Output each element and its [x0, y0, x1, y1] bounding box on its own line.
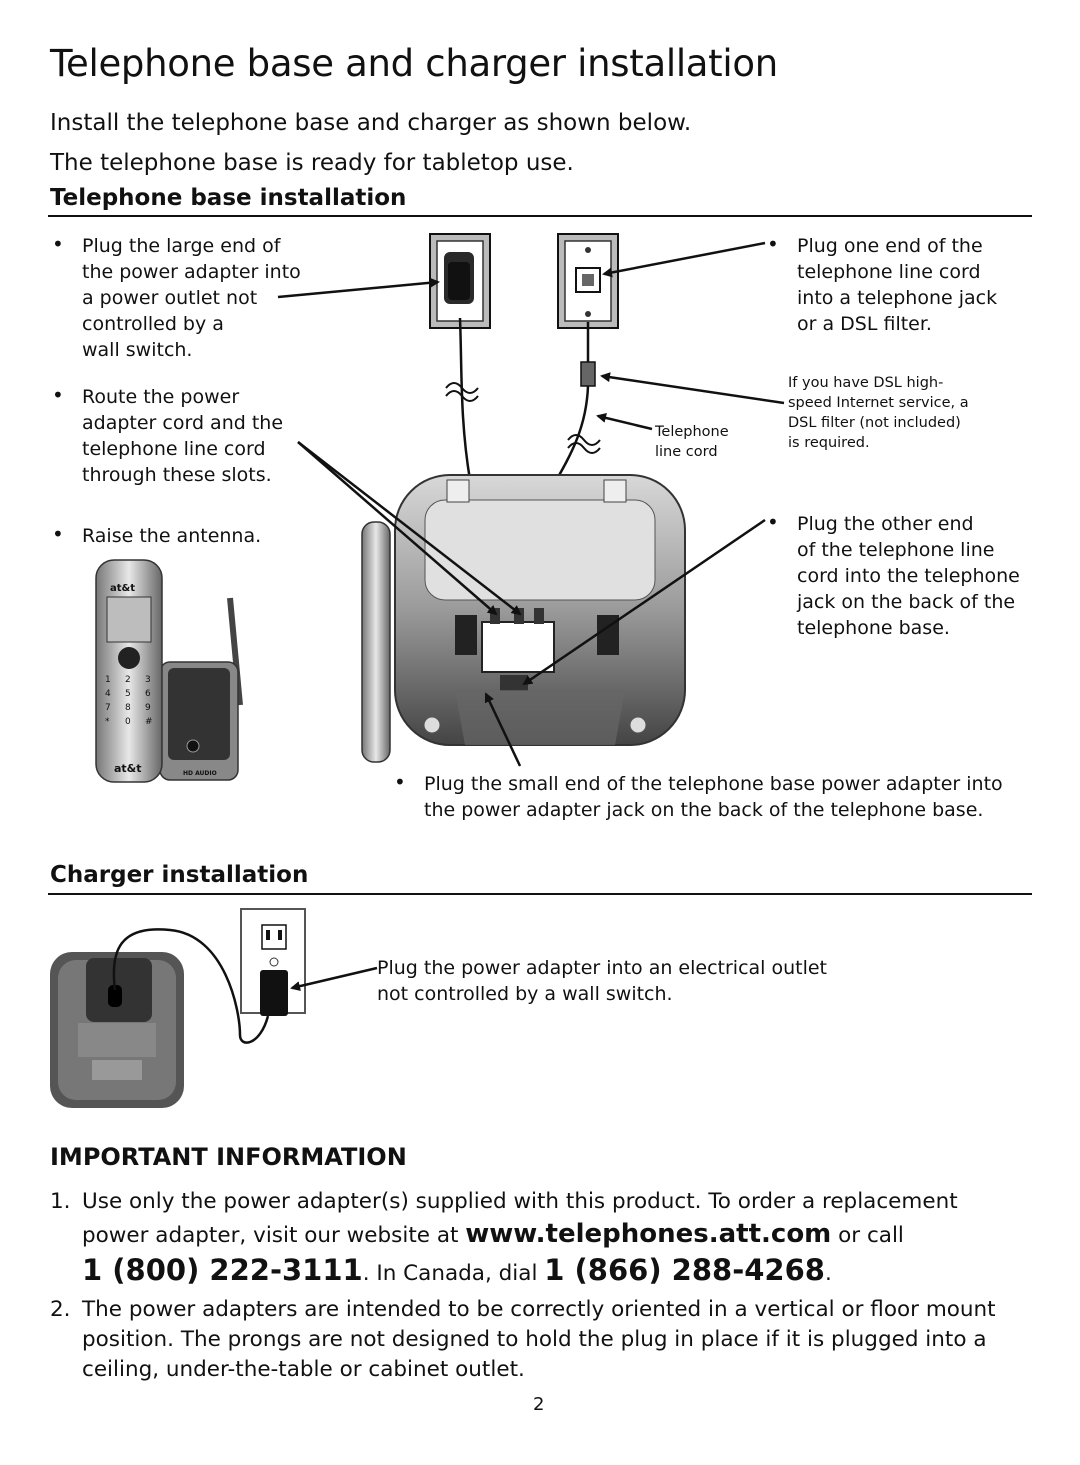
- key-2: 2: [125, 675, 131, 685]
- base-section-rule: [48, 215, 1032, 217]
- dsl-filter: [580, 361, 596, 387]
- bullet-raise-antenna: • Raise the antenna.: [52, 522, 262, 549]
- bullet-line: Plug the other end: [797, 513, 974, 535]
- note-line: If you have DSL high-: [788, 375, 944, 391]
- item-2-line: The power adapters are intended to be co…: [82, 1297, 996, 1322]
- bullet-line: wall switch.: [82, 339, 193, 361]
- handset-keypad: 1 2 3 4 5 6 7 8 9 * 0 #: [105, 675, 155, 727]
- bullet-line: cord into the telephone: [797, 565, 1020, 587]
- charger-section-rule: [48, 893, 1032, 895]
- item-1-line-c: 1 (800) 222-3111. In Canada, dial 1 (866…: [82, 1253, 1042, 1291]
- phone-number-us: 1 (800) 222-3111: [82, 1253, 363, 1287]
- bullet-plug-small-end: • Plug the small end of the telephone ba…: [394, 770, 1003, 823]
- item-2-line: ceiling, under-the-table or cabinet outl…: [82, 1357, 525, 1382]
- key-3: 3: [145, 675, 151, 685]
- list-number: 2.: [50, 1297, 71, 1322]
- bullet-line: telephone line cord: [82, 438, 266, 460]
- cordless-handset-in-charger: [95, 559, 243, 783]
- important-heading: IMPORTANT INFORMATION: [50, 1143, 407, 1171]
- important-item-2: 2. The power adapters are intended to be…: [50, 1295, 1042, 1385]
- key-5: 5: [125, 689, 131, 699]
- bullet-line: or a DSL filter.: [797, 313, 932, 335]
- bullet-line: into a telephone jack: [797, 287, 998, 309]
- bullet-line: Plug one end of the: [797, 235, 983, 257]
- bullet-line: telephone line cord: [797, 261, 981, 283]
- note-line: speed Internet service, a: [788, 395, 969, 411]
- key-star: *: [105, 717, 110, 727]
- note-line: not controlled by a wall switch.: [377, 983, 673, 1005]
- phone-number-canada: 1 (866) 288-4268: [544, 1253, 825, 1287]
- important-item-1: 1. Use only the power adapter(s) supplie…: [50, 1187, 1042, 1291]
- bullet-line: Raise the antenna.: [82, 525, 262, 547]
- bullet-plug-power-adapter: • Plug the large end of the power adapte…: [52, 232, 301, 363]
- wall-power-outlet: [429, 233, 491, 329]
- key-8: 8: [125, 703, 131, 713]
- bullet-dot: •: [394, 770, 406, 794]
- note-line: DSL filter (not included): [788, 415, 961, 431]
- bullet-line: the power adapter into: [82, 261, 301, 283]
- key-1: 1: [105, 675, 111, 685]
- handset-brand-bottom: at&t: [114, 762, 142, 775]
- intro-line-1: Install the telephone base and charger a…: [50, 110, 692, 136]
- bullet-line: Route the power: [82, 386, 240, 408]
- intro-line-2: The telephone base is ready for tabletop…: [50, 150, 574, 176]
- bullet-line: jack on the back of the: [797, 591, 1016, 613]
- dsl-note: If you have DSL high- speed Internet ser…: [788, 373, 969, 453]
- item-1-line-a: Use only the power adapter(s) supplied w…: [82, 1189, 958, 1214]
- bullet-dot: •: [52, 522, 64, 546]
- item-1-text: power adapter, visit our website at: [82, 1223, 466, 1248]
- bullet-line: through these slots.: [82, 464, 272, 486]
- handset-brand-top: at&t: [110, 583, 136, 594]
- item-2-line: position. The prongs are not designed to…: [82, 1327, 987, 1352]
- charger-section-heading: Charger installation: [50, 862, 309, 888]
- electrical-outlet: [240, 908, 306, 1016]
- bullet-line: a power outlet not: [82, 287, 258, 309]
- bullet-plug-line-cord: • Plug one end of the telephone line cor…: [767, 232, 998, 337]
- page-number: 2: [533, 1394, 545, 1415]
- telephone-wall-jack: [557, 233, 619, 329]
- item-1-text: or call: [831, 1223, 904, 1248]
- bullet-dot: •: [767, 232, 779, 256]
- hd-audio-label: HD AUDIO: [183, 770, 217, 777]
- base-section-heading: Telephone base installation: [50, 185, 407, 211]
- bullet-line: adapter cord and the: [82, 412, 284, 434]
- list-number: 1.: [50, 1189, 71, 1214]
- bullet-dot: •: [767, 510, 779, 534]
- key-hash: #: [145, 717, 153, 727]
- bullet-dot: •: [52, 383, 64, 407]
- charger-note: Plug the power adapter into an electrica…: [377, 955, 827, 1007]
- note-line: Plug the power adapter into an electrica…: [377, 957, 828, 979]
- bullet-plug-other-end: • Plug the other end of the telephone li…: [767, 510, 1020, 641]
- key-7: 7: [105, 703, 111, 713]
- charger-cradle: [50, 952, 184, 1108]
- key-9: 9: [145, 703, 151, 713]
- note-line: is required.: [788, 435, 870, 451]
- bullet-line: Plug the large end of: [82, 235, 281, 257]
- bullet-line: Plug the small end of the telephone base…: [424, 773, 1003, 795]
- label-line: line cord: [655, 444, 718, 460]
- bullet-line: of the telephone line: [797, 539, 995, 561]
- bullet-route-cords: • Route the power adapter cord and the t…: [52, 383, 284, 488]
- label-line: Telephone: [655, 424, 729, 440]
- item-1-text: . In Canada, dial: [362, 1261, 545, 1286]
- telephone-base-rear: [361, 474, 686, 763]
- key-4: 4: [105, 689, 111, 699]
- bullet-line: controlled by a: [82, 313, 224, 335]
- item-1-text: .: [824, 1261, 832, 1286]
- bullet-line: the power adapter jack on the back of th…: [424, 799, 984, 821]
- key-0: 0: [125, 717, 131, 727]
- bullet-dot: •: [52, 232, 64, 256]
- key-6: 6: [145, 689, 151, 699]
- bullet-line: telephone base.: [797, 617, 950, 639]
- item-1-line-b: power adapter, visit our website at www.…: [82, 1219, 1042, 1251]
- website-link[interactable]: www.telephones.att.com: [465, 1219, 832, 1249]
- line-cord-label: Telephone line cord: [655, 422, 729, 462]
- page-title: Telephone base and charger installation: [50, 42, 778, 85]
